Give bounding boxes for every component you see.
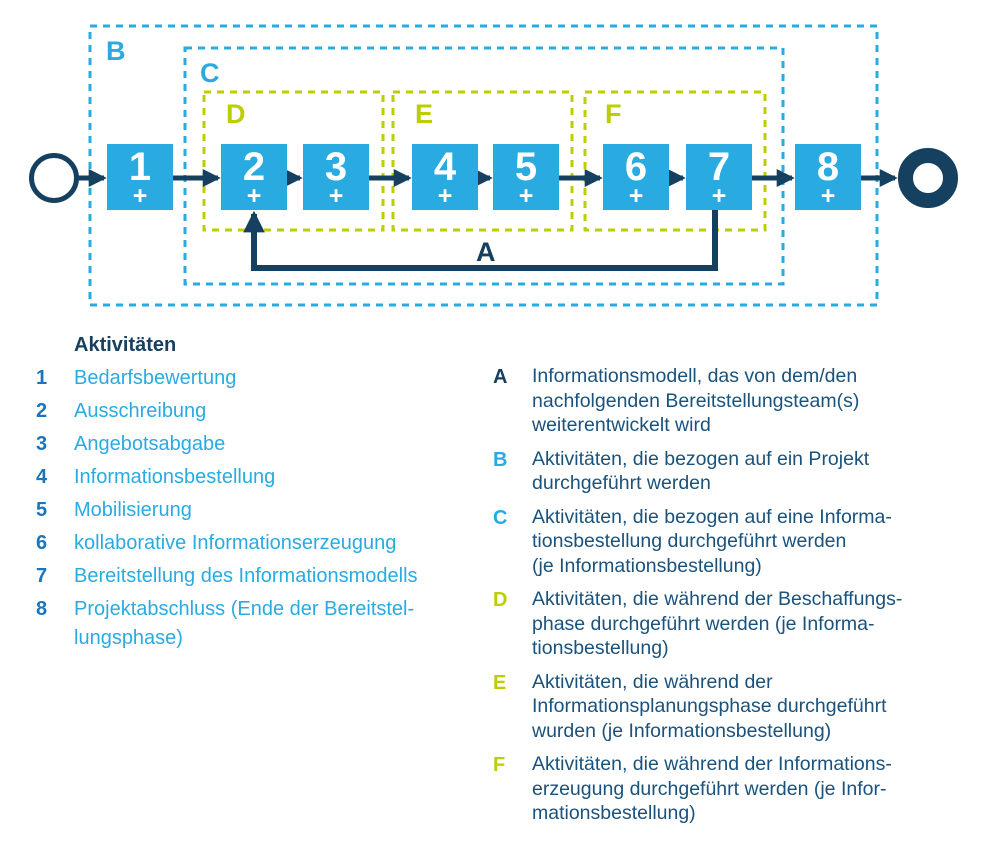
group-description: Aktivitäten, die bezogen auf ein Projekt… bbox=[532, 447, 870, 495]
activity-number: 7 bbox=[36, 565, 48, 587]
subprocess-plus-icon: + bbox=[246, 182, 262, 210]
loop-label-a: A bbox=[476, 237, 496, 267]
subprocess-plus-icon: + bbox=[132, 182, 148, 210]
list-item: 1 Bedarfsbewertung bbox=[36, 367, 476, 393]
group-key-e: E bbox=[493, 671, 507, 694]
group-frame-e bbox=[391, 90, 574, 232]
process-diagram-canvas bbox=[29, 24, 958, 307]
group-description: Aktivitäten, die während der Beschaffung… bbox=[532, 588, 903, 659]
task-7-label: 7 bbox=[707, 145, 731, 189]
group-key-b: B bbox=[493, 448, 508, 471]
process-diagram: 1 + 2 + 3 + 4 + 5 + 6 + 7 + 8 + bbox=[0, 0, 992, 320]
subprocess-plus-icon: + bbox=[628, 182, 644, 210]
list-item: 2 Ausschreibung bbox=[36, 400, 476, 426]
list-item: A Informationsmodell, das von dem/den na… bbox=[493, 365, 971, 438]
list-item: 8 Projektabschluss (Ende der Bereitstel-… bbox=[36, 598, 476, 653]
activity-label: Projektabschluss (Ende der Bereitstel- l… bbox=[74, 598, 415, 649]
activity-label: kollaborative Informationserzeugung bbox=[74, 532, 397, 554]
task-8-label: 8 bbox=[816, 145, 840, 189]
list-item: 6 kollaborative Informationserzeugung bbox=[36, 532, 476, 558]
task-8: 8 + bbox=[795, 144, 861, 210]
task-4-label: 4 bbox=[433, 145, 457, 189]
task-3: 3 + bbox=[303, 144, 369, 210]
activity-label: Angebotsabgabe bbox=[74, 433, 226, 455]
list-item: 7 Bereitstellung des Informationsmodells bbox=[36, 565, 476, 591]
task-2-label: 2 bbox=[242, 145, 266, 189]
legend-title: Aktivitäten bbox=[74, 334, 177, 356]
group-frame-b bbox=[88, 24, 879, 307]
group-label-e: E bbox=[415, 99, 434, 129]
activity-number: 8 bbox=[36, 598, 48, 620]
activity-label: Mobilisierung bbox=[74, 499, 192, 521]
task-1: 1 + bbox=[107, 144, 173, 210]
group-label-f: F bbox=[605, 99, 622, 129]
activity-number: 3 bbox=[36, 433, 48, 455]
task-7: 7 + bbox=[686, 144, 752, 210]
list-item: E Aktivitäten, die während der Informati… bbox=[493, 670, 971, 744]
legend-group-descriptions: A Informationsmodell, das von dem/den na… bbox=[493, 365, 971, 837]
list-item: B Aktivitäten, die bezogen auf ein Proje… bbox=[493, 447, 971, 496]
group-label-c: C bbox=[200, 58, 220, 88]
task-5: 5 + bbox=[493, 144, 559, 210]
subprocess-plus-icon: + bbox=[820, 182, 836, 210]
list-item: 4 Informationsbestellung bbox=[36, 466, 476, 492]
task-6: 6 + bbox=[603, 144, 669, 210]
list-item: D Aktivitäten, die während der Beschaffu… bbox=[493, 588, 971, 661]
group-label-d: D bbox=[226, 99, 246, 129]
task-4: 4 + bbox=[412, 144, 478, 210]
list-item: 3 Angebotsabgabe bbox=[36, 433, 476, 459]
task-2: 2 + bbox=[221, 144, 287, 210]
activity-label: Ausschreibung bbox=[74, 400, 207, 422]
group-description: Aktivitäten, die während der Information… bbox=[532, 670, 887, 742]
end-event-icon bbox=[898, 148, 958, 208]
subprocess-plus-icon: + bbox=[518, 182, 534, 210]
group-key-f: F bbox=[493, 754, 506, 776]
group-label-b: B bbox=[106, 36, 126, 66]
feedback-arrow-a bbox=[243, 210, 718, 271]
group-frame-f bbox=[583, 90, 767, 232]
group-key-d: D bbox=[493, 589, 508, 611]
group-description: Informationsmodell, das von dem/den nach… bbox=[532, 365, 860, 436]
activity-label: Informationsbestellung bbox=[74, 466, 276, 488]
activity-label: Bereitstellung des Informationsmodells bbox=[74, 565, 418, 587]
group-description: Aktivitäten, die während der Information… bbox=[532, 753, 892, 824]
subprocess-plus-icon: + bbox=[437, 182, 453, 210]
activity-number: 1 bbox=[36, 367, 48, 389]
list-item: C Aktivitäten, die bezogen auf eine Info… bbox=[493, 505, 971, 579]
task-6-label: 6 bbox=[624, 145, 648, 189]
start-event-icon bbox=[29, 153, 79, 203]
list-item: 5 Mobilisierung bbox=[36, 499, 476, 525]
group-frame-c bbox=[183, 46, 785, 286]
task-5-label: 5 bbox=[514, 145, 538, 189]
task-3-label: 3 bbox=[324, 145, 348, 189]
group-description: Aktivitäten, die bezogen auf eine Inform… bbox=[532, 505, 892, 577]
activity-label: Bedarfsbewertung bbox=[74, 367, 237, 389]
group-key-c: C bbox=[493, 506, 508, 529]
activity-number: 4 bbox=[36, 466, 48, 488]
subprocess-plus-icon: + bbox=[328, 182, 344, 210]
activity-number: 5 bbox=[36, 499, 48, 521]
legend-activities-list: 1 Bedarfsbewertung 2 Ausschreibung 3 Ang… bbox=[36, 367, 476, 661]
task-1-label: 1 bbox=[128, 145, 152, 189]
list-item: F Aktivitäten, die während der Informati… bbox=[493, 753, 971, 826]
subprocess-plus-icon: + bbox=[711, 182, 727, 210]
group-key-a: A bbox=[493, 366, 508, 388]
activity-number: 2 bbox=[36, 400, 48, 422]
activity-number: 6 bbox=[36, 532, 48, 554]
group-frame-d bbox=[202, 90, 385, 232]
